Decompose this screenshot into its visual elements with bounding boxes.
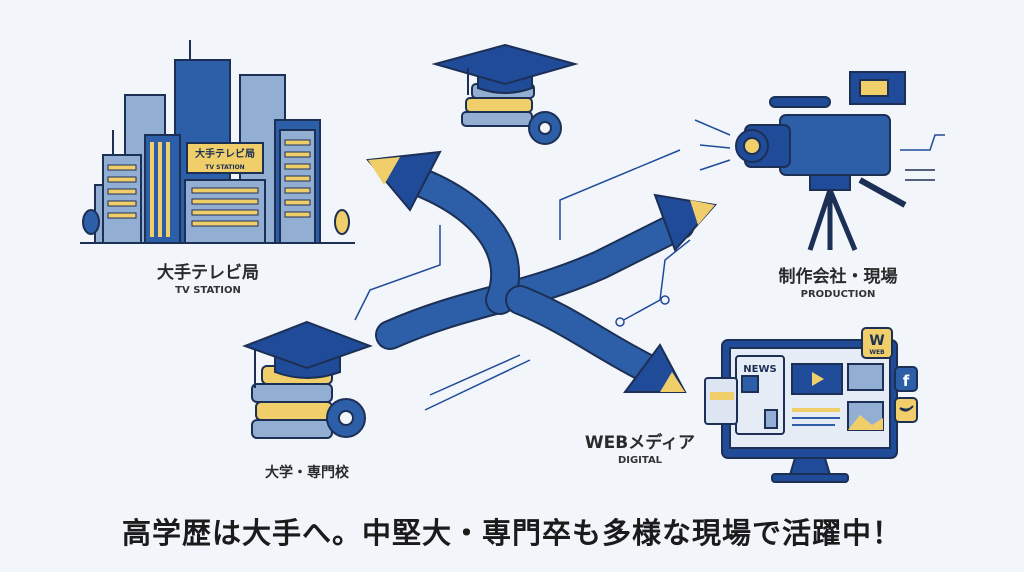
web-media-label-en: DIGITAL [617,455,663,466]
tv-station-buildings-illustration [80,40,355,244]
graduation-cap-books-icon [242,320,373,439]
motion-lines [354,119,945,411]
web-media-label-jp: WEBメディア [584,433,696,453]
building-sign-en: TV STATION [205,164,244,171]
facebook-icon: f [903,372,910,390]
university-label: 大学・専門校 [265,462,349,482]
tv-station-label-en: TV STATION [175,285,241,296]
production-label-en: PRODUCTION [800,289,876,300]
graduation-cap-books-icon [431,43,579,145]
headline: 高学歴は大手へ。中堅大・専門卒も多様な現場で活躍中！ [121,516,902,550]
web-badge-text: WEB [869,349,885,356]
web-media-monitor-icon [704,327,918,483]
building-sign-jp: 大手テレビ局 [195,147,255,160]
news-label: NEWS [743,364,776,375]
production-label-jp: 制作会社・現場 [778,267,898,287]
video-camera-tripod-icon [735,71,935,251]
twitter-icon [899,405,914,412]
web-media-label: WEBメディア DIGITAL [585,428,695,466]
web-badge-letter: W [869,333,884,349]
production-label: 制作会社・現場 PRODUCTION [779,262,898,300]
university-label-jp: 大学・専門校 [265,465,349,481]
tv-station-label: 大手テレビ局 TV STATION [157,258,259,296]
branching-arrow-illustration [366,150,717,393]
tv-station-label-jp: 大手テレビ局 [157,263,259,283]
